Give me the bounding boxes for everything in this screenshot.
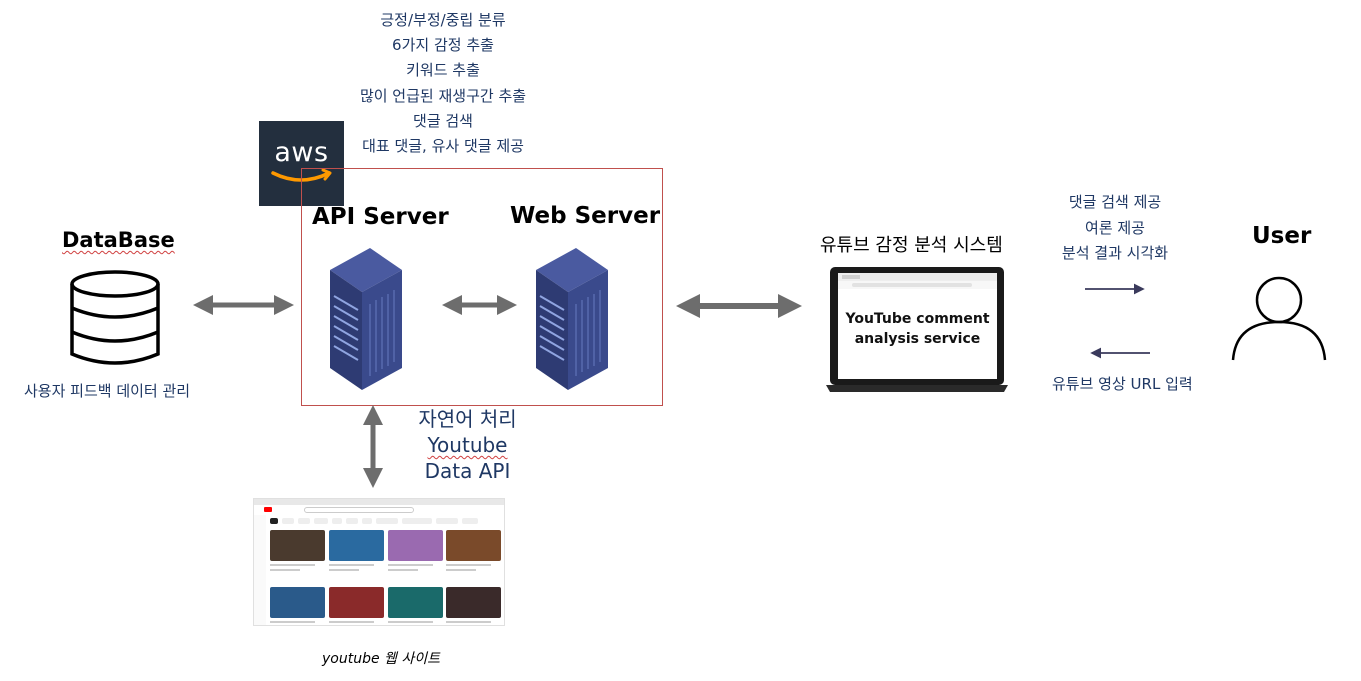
user-feature-item: 댓글 검색 제공 xyxy=(1068,193,1162,211)
user-icon xyxy=(1231,276,1327,361)
user-input-label: 유튜브 영상 URL 입력 xyxy=(1052,375,1193,393)
laptop-icon xyxy=(826,267,1008,392)
external-api-labels: 자연어 처리 Youtube Data API xyxy=(395,406,540,484)
youtube-site-screenshot xyxy=(253,498,505,626)
user-features-list: 댓글 검색 제공 여론 제공 분석 결과 시각화 xyxy=(1040,190,1190,267)
feature-item: 많이 언급된 재생구간 추출 xyxy=(359,86,527,105)
system-title: 유튜브 감정 분석 시스템 xyxy=(820,235,1003,256)
laptop-screen-line: YouTube comment xyxy=(845,311,990,327)
web-server-icon xyxy=(536,248,608,390)
search-bar xyxy=(304,507,414,513)
web-server-label: Web Server xyxy=(510,203,661,229)
laptop-screen-text: YouTube comment analysis service xyxy=(840,309,995,349)
database-label: DataBase xyxy=(62,228,175,252)
database-icon xyxy=(70,270,160,365)
data-api-label: Data API xyxy=(424,459,511,483)
aws-logo-text: aws xyxy=(274,137,329,168)
database-caption: 사용자 피드백 데이터 관리 xyxy=(24,382,191,400)
feature-item: 키워드 추출 xyxy=(406,61,480,80)
nlp-label: 자연어 처리 xyxy=(418,407,517,431)
feature-item: 긍정/부정/중립 분류 xyxy=(380,11,506,29)
feature-item: 댓글 검색 xyxy=(413,111,473,130)
server-features-list: 긍정/부정/중립 분류 6가지 감정 추출 키워드 추출 많이 언급된 재생구간… xyxy=(318,8,568,159)
api-server-label: API Server xyxy=(312,204,449,230)
api-server-icon xyxy=(330,248,402,390)
server-group-box xyxy=(301,168,663,406)
youtube-label: Youtube xyxy=(427,433,508,457)
feature-item: 6가지 감정 추출 xyxy=(392,36,494,55)
feature-item: 대표 댓글, 유사 댓글 제공 xyxy=(362,137,524,156)
user-feature-item: 분석 결과 시각화 xyxy=(1061,244,1169,263)
user-feature-item: 여론 제공 xyxy=(1085,218,1145,237)
youtube-site-caption: youtube 웹 사이트 xyxy=(322,651,441,667)
youtube-logo-icon xyxy=(264,507,272,512)
user-label: User xyxy=(1252,223,1312,249)
laptop-screen-line: analysis service xyxy=(854,331,981,347)
